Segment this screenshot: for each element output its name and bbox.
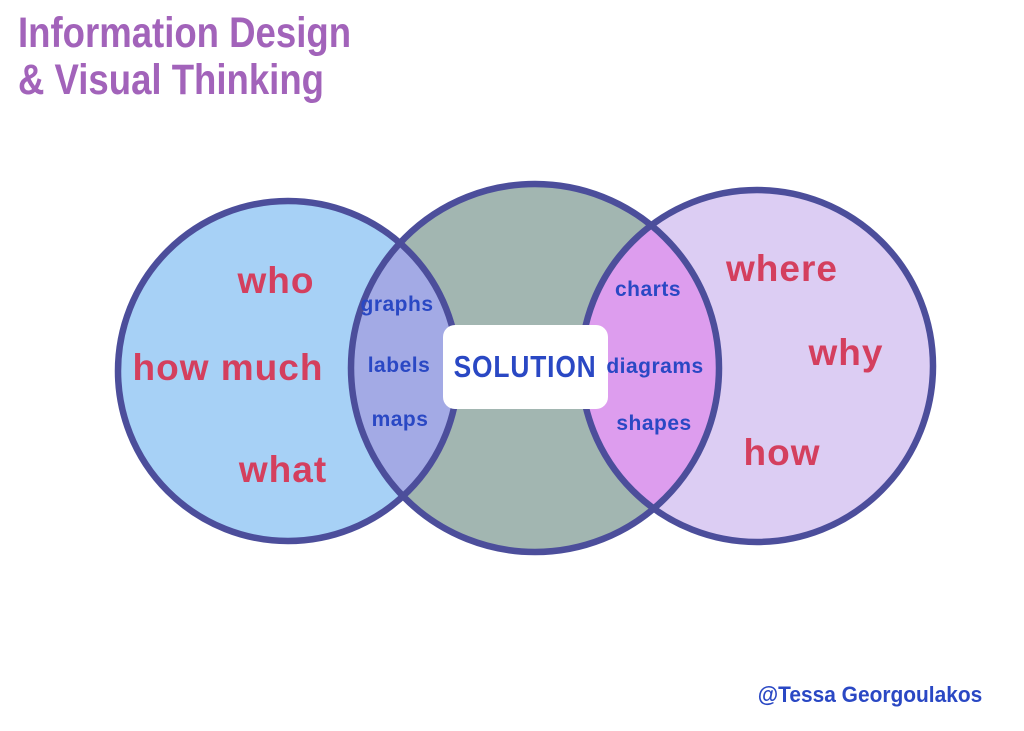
venn-label-how: how <box>743 432 821 473</box>
venn-label-who: who <box>237 260 315 301</box>
page-title: Information Design & Visual Thinking <box>18 9 352 105</box>
page-title-line1: Information Design <box>18 9 352 57</box>
venn-label-graphs: graphs <box>360 293 434 316</box>
venn-label-what: what <box>238 449 328 490</box>
venn-label-maps: maps <box>371 408 429 431</box>
venn-label-charts: charts <box>614 278 682 301</box>
solution-box: SOLUTION <box>443 325 608 409</box>
middle-right-overlap-region <box>581 190 719 542</box>
solution-label: SOLUTION <box>454 349 597 384</box>
page-title-line2: & Visual Thinking <box>18 56 324 105</box>
venn-label-diagrams: diagrams <box>606 355 704 378</box>
venn-label-how-much: how much <box>132 347 324 388</box>
middle-circle-border <box>347 180 723 556</box>
venn-label-why: why <box>808 332 884 373</box>
venn-label-where: where <box>726 248 838 289</box>
venn-label-labels: labels <box>367 354 431 377</box>
author-credit: @Tessa Georgoulakos <box>757 682 983 707</box>
venn-label-shapes: shapes <box>616 412 692 435</box>
